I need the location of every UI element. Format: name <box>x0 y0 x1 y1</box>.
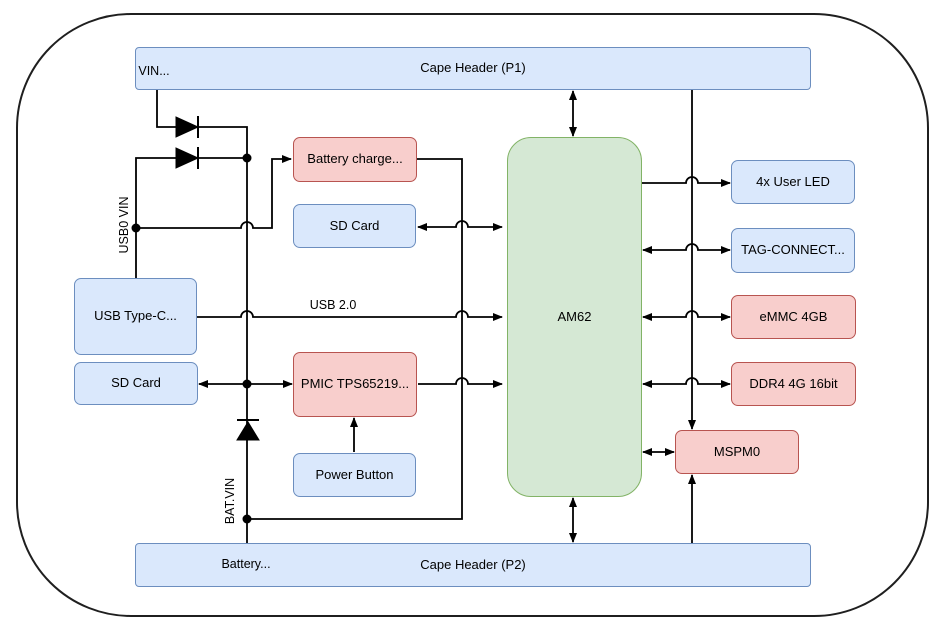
edge-pmic-am62 <box>418 377 503 388</box>
node-power-button: Power Button <box>293 453 416 497</box>
node-am62: AM62 <box>507 137 642 497</box>
edge-am62-ddr4 <box>642 377 731 388</box>
wire-label-bat-vin: BAT.VIN <box>223 477 237 525</box>
edge-sdmid-am62 <box>417 220 503 231</box>
node-usb-type-c: USB Type-C... <box>74 278 197 355</box>
wire-label-usb0-vin: USB0 VIN <box>117 196 131 254</box>
node-label: USB Type-C... <box>94 308 177 324</box>
node-label: PMIC TPS65219... <box>300 376 410 392</box>
junction-dots <box>131 153 252 524</box>
edge-am62-emmc <box>642 310 731 321</box>
node-battery-charger: Battery charge... <box>293 137 417 182</box>
edge-p1vin-rail <box>156 90 248 158</box>
node-mspm0: MSPM0 <box>675 430 799 474</box>
edge-am62-tag <box>642 243 731 254</box>
node-user-led: 4x User LED <box>731 160 855 204</box>
node-label: eMMC 4GB <box>759 308 828 324</box>
edge-usb20 <box>197 310 503 321</box>
node-emmc: eMMC 4GB <box>731 295 856 339</box>
edge-charger-batvin <box>248 158 463 520</box>
node-pmic: PMIC TPS65219... <box>293 352 417 417</box>
node-label: DDR4 4G 16bit <box>749 375 838 391</box>
diode-icon <box>175 116 260 441</box>
node-label: SD Card <box>329 217 380 233</box>
node-ddr4: DDR4 4G 16bit <box>731 362 856 406</box>
node-sd-card-left: SD Card <box>74 362 198 405</box>
pin-label-vin: VIN... <box>138 64 170 78</box>
node-label: TAG-CONNECT... <box>741 242 845 258</box>
node-label: Battery charge... <box>307 151 403 167</box>
node-label: 4x User LED <box>756 173 830 189</box>
board-outline <box>16 13 929 617</box>
node-label: AM62 <box>557 308 592 324</box>
node-label: Power Button <box>315 466 394 482</box>
edge-usb0vin-rail <box>135 157 247 278</box>
edge-am62-led <box>642 176 731 187</box>
node-tag-connect: TAG-CONNECT... <box>731 228 855 273</box>
node-label: Cape Header (P2) <box>420 556 526 572</box>
node-cape-header-p1: Cape Header (P1) <box>135 47 811 90</box>
pin-label-battery: Battery... <box>221 557 271 571</box>
edge-usb0vin-charger <box>136 155 292 229</box>
node-label: MSPM0 <box>713 443 761 459</box>
node-label: SD Card <box>111 375 161 391</box>
node-sd-card-mid: SD Card <box>293 204 416 248</box>
wire-label-usb20: USB 2.0 <box>309 298 357 312</box>
node-label: Cape Header (P1) <box>420 60 526 76</box>
node-cape-header-p2: Cape Header (P2) <box>135 543 811 587</box>
